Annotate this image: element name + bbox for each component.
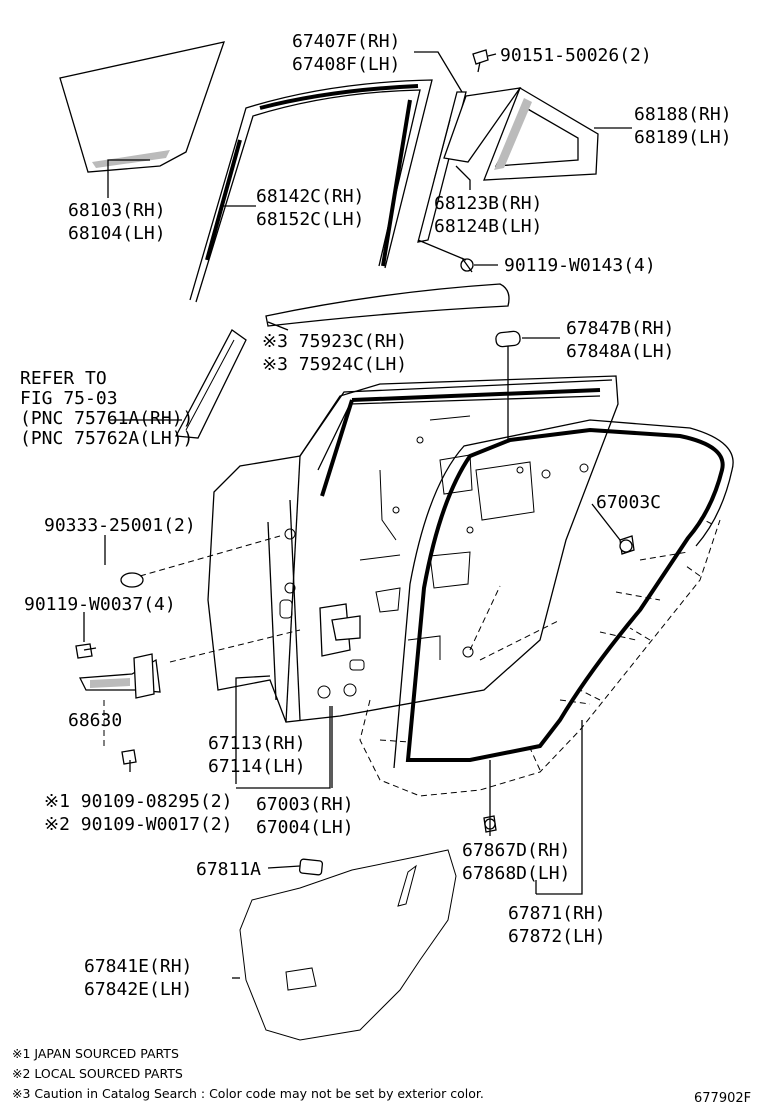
label-67842e: 67842E(LH) — [84, 979, 192, 1000]
label-67003: 67003(RH) — [256, 794, 354, 815]
label-67003c: 67003C — [596, 492, 661, 513]
label-67848a: 67848A(LH) — [566, 341, 674, 362]
label-refer-line4: (PNC 75762A(LH)) — [20, 428, 193, 449]
hole-cover-drawing — [239, 849, 457, 1041]
label-67114: 67114(LH) — [208, 756, 306, 777]
label-68142c: 68142C(RH) — [256, 186, 364, 207]
clip-67003c-drawing — [619, 535, 635, 555]
footnote-local-sourced: ※2 LOCAL SOURCED PARTS — [12, 1066, 183, 1081]
label-67408f: 67408F(LH) — [292, 54, 400, 75]
label-90119-w0143: 90119-W0143(4) — [504, 255, 656, 276]
label-refer-line2: FIG 75-03 — [20, 388, 118, 409]
label-68188: 68188(RH) — [634, 104, 732, 125]
label-90109-08295: ※1 90109-08295(2) — [44, 791, 232, 812]
label-90333: 90333-25001(2) — [44, 515, 196, 536]
bolt-90119-w0037-drawing — [75, 643, 97, 659]
door-glass-drawing — [59, 41, 225, 173]
label-67872: 67872(LH) — [508, 926, 606, 947]
screw-90151-drawing — [472, 49, 489, 73]
pad-67811a-drawing — [298, 858, 324, 876]
door-weatherstrip-drawing — [359, 419, 734, 797]
pad-67847b-drawing — [495, 330, 521, 348]
door-panel-drawing — [207, 375, 619, 723]
belt-moulding-drawing — [265, 283, 510, 327]
label-68630: 68630 — [68, 710, 122, 731]
label-75924c: ※3 75924C(LH) — [262, 354, 407, 375]
footnote-catalog-caution: ※3 Caution in Catalog Search : Color cod… — [12, 1086, 484, 1101]
label-68123b: 68123B(RH) — [434, 193, 542, 214]
part-labels: 67407F(RH) 67408F(LH) 90151-50026(2) 681… — [20, 31, 732, 1000]
label-68104: 68104(LH) — [68, 223, 166, 244]
leader-lines — [83, 51, 632, 979]
bolt-90109-drawing — [121, 749, 137, 772]
label-refer-line1: REFER TO — [20, 368, 107, 389]
label-90109-w0017: ※2 90109-W0017(2) — [44, 814, 232, 835]
label-67004: 67004(LH) — [256, 817, 354, 838]
label-67847b: 67847B(RH) — [566, 318, 674, 339]
door-check-drawing — [78, 653, 161, 699]
hole-plug-drawing — [120, 572, 144, 588]
label-67871: 67871(RH) — [508, 903, 606, 924]
garnish-75761a-drawing — [174, 329, 247, 439]
glass-run-channel-drawing — [189, 79, 433, 303]
footnotes: ※1 JAPAN SOURCED PARTS ※2 LOCAL SOURCED … — [12, 1046, 751, 1106]
label-68152c: 68152C(LH) — [256, 209, 364, 230]
footnote-japan-sourced: ※1 JAPAN SOURCED PARTS — [12, 1046, 179, 1061]
label-67113: 67113(RH) — [208, 733, 306, 754]
quarter-weatherstrip-drawing — [483, 87, 599, 181]
label-67811a: 67811A — [196, 859, 261, 880]
figure-number: 677902F — [694, 1091, 751, 1106]
bolt-90119-w0143-drawing — [460, 257, 474, 273]
quarter-glass-drawing — [443, 87, 522, 163]
label-67868d: 67868D(LH) — [462, 863, 570, 884]
label-67867d: 67867D(RH) — [462, 840, 570, 861]
label-68124b: 68124B(LH) — [434, 216, 542, 237]
label-68103: 68103(RH) — [68, 200, 166, 221]
label-refer-line3: (PNC 75761A(RH)) — [20, 408, 193, 429]
label-90151: 90151-50026(2) — [500, 45, 652, 66]
label-90119-w0037: 90119-W0037(4) — [24, 594, 176, 615]
label-75923c: ※3 75923C(RH) — [262, 331, 407, 352]
label-67841e: 67841E(RH) — [84, 956, 192, 977]
label-67407f: 67407F(RH) — [292, 31, 400, 52]
label-68189: 68189(LH) — [634, 127, 732, 148]
